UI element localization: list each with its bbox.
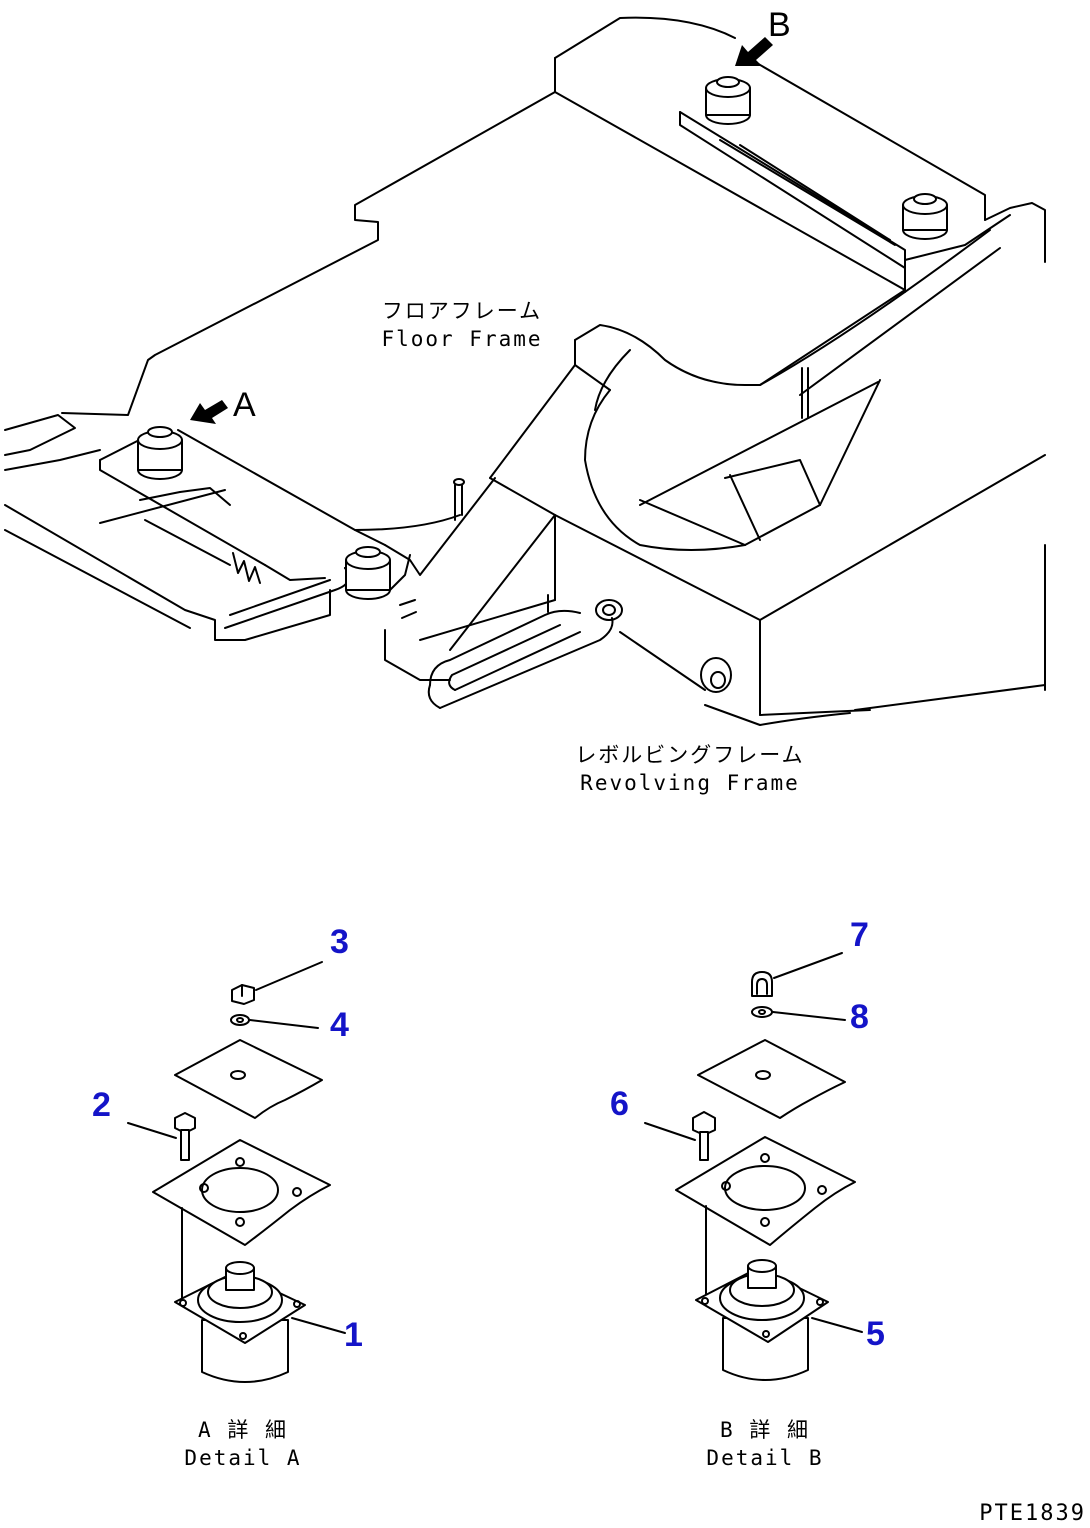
cap-nut-icon	[751, 971, 773, 997]
plate-icon	[174, 1039, 323, 1119]
floor-frame-label-en: Floor Frame	[381, 327, 542, 351]
floor-frame-drawing	[4, 16, 1046, 726]
washer-icon	[751, 1006, 773, 1018]
callout-8: 8	[850, 998, 869, 1036]
mount-rubber-icon	[174, 1261, 306, 1383]
bolt-icon	[174, 1112, 196, 1161]
nut-icon	[231, 984, 255, 1005]
view-marker-a: A	[233, 386, 256, 424]
floor-frame-label-jp: フロアフレーム	[382, 299, 542, 323]
callout-3: 3	[330, 923, 349, 961]
mount-plate-icon	[152, 1139, 331, 1246]
revolving-frame-label-en: Revolving Frame	[580, 771, 800, 795]
drawing-code: PTE1839	[979, 1501, 1086, 1526]
detail-a-label-jp: A 詳 細	[198, 1418, 288, 1442]
plate-icon	[697, 1039, 846, 1119]
detail-a-drawing	[127, 961, 346, 1383]
callout-4: 4	[330, 1006, 349, 1044]
callout-1: 1	[344, 1316, 363, 1354]
detail-a-label-en: Detail A	[184, 1446, 301, 1470]
view-marker-b: B	[768, 6, 791, 44]
detail-b-label-jp: B 詳 細	[720, 1418, 810, 1442]
mount-rubber-icon	[695, 1259, 829, 1381]
mount-rubber-rear-left	[705, 76, 751, 125]
mount-rubber-front-left	[137, 426, 183, 480]
washer-icon	[230, 1014, 250, 1026]
mount-rubber-front-right	[345, 546, 391, 600]
mount-rubber-rear-right	[902, 193, 948, 240]
mount-plate-icon	[675, 1136, 856, 1246]
callout-2: 2	[92, 1086, 111, 1124]
detail-b-label-en: Detail B	[706, 1446, 823, 1470]
callout-6: 6	[610, 1085, 629, 1123]
revolving-frame-label-jp: レボルビングフレーム	[575, 743, 804, 767]
callout-7: 7	[850, 916, 869, 954]
callout-5: 5	[866, 1315, 885, 1353]
bolt-icon	[692, 1111, 716, 1161]
detail-b-drawing	[644, 952, 863, 1381]
view-arrow-a-icon	[190, 400, 228, 424]
view-arrow-b-icon	[735, 37, 773, 66]
